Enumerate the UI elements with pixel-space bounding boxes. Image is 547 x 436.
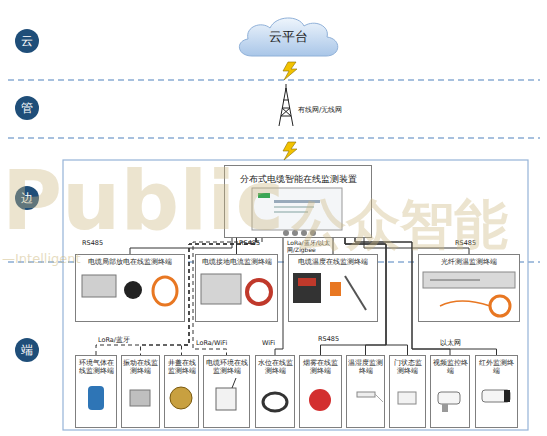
edge-label: RS485	[318, 336, 358, 343]
node-text: 温湿度监测终端	[348, 359, 383, 375]
sensor-box: 水位在线监测终端	[255, 355, 295, 428]
sensor-box: 电缆环境在线监测终端	[203, 355, 250, 428]
node-text: 电缆环境在线监测终端	[206, 359, 248, 375]
layer-circle: 云	[15, 29, 39, 53]
layer-circle: 管	[15, 96, 39, 120]
node-text: 红外监测终端	[479, 359, 514, 375]
node-text: 视频监控终端	[433, 359, 468, 375]
layer-divider	[8, 138, 540, 139]
sensor-box: 环境气体在线监测终端	[75, 355, 117, 428]
node-text: 水位在线监测终端	[258, 359, 293, 375]
cloud-shape: 云平台	[232, 14, 344, 60]
edge-label: WiFi	[262, 340, 292, 347]
node-text: 井盖在线监测终端	[168, 359, 196, 375]
lightning-icon	[283, 142, 297, 160]
node-text: 云平台	[269, 28, 308, 46]
layer-divider	[8, 80, 540, 81]
sensor-box: 烟雾在线监测终端	[299, 355, 342, 428]
terminal-box: 电缆局部放电在线监测终端	[75, 254, 185, 322]
sensor-box: 振动在线监测终端	[121, 355, 160, 428]
node-text: 烟雾在线监测终端	[303, 359, 338, 375]
node-text: 光纤测温监测终端	[441, 258, 497, 266]
layer-circle: 端	[15, 338, 39, 362]
node-text: 电缆温度在线监测终端	[298, 258, 368, 266]
sensor-box: 温湿度监测终端	[346, 355, 385, 428]
node-text: 振动在线监测终端	[123, 359, 158, 375]
watermark: —Intelligent	[2, 252, 81, 265]
node-text: 云	[21, 33, 33, 50]
terminal-box: 光纤测温监测终端	[418, 254, 520, 322]
lightning-icon	[283, 62, 297, 80]
tower-icon	[279, 84, 293, 126]
node-text: 门状态监测终端	[394, 359, 422, 375]
sensor-box: 视频监控终端	[430, 355, 470, 428]
sensor-box: 井盖在线监测终端	[164, 355, 199, 428]
edge-label: LoRa/WiFi	[196, 340, 246, 347]
network-label: 有线网/无线网	[298, 107, 342, 114]
terminal-box: 电缆温度在线监测终端	[288, 254, 378, 322]
node-text: 管	[21, 100, 33, 117]
node-text: 电缆接地电流监测终端	[202, 258, 272, 266]
node-text: 端	[21, 342, 33, 359]
sensor-box: 门状态监测终端	[389, 355, 426, 428]
terminal-box: 电缆接地电流监测终端	[195, 254, 278, 322]
node-text: 环境气体在线监测终端	[79, 359, 114, 375]
watermark: 公众智能	[292, 198, 508, 252]
edge-label: 以太网	[440, 340, 480, 347]
node-text: 电缆局部放电在线监测终端	[88, 258, 172, 266]
watermark: Public	[2, 160, 284, 242]
sensor-box: 红外监测终端	[475, 355, 518, 428]
edge-label: LoRa/蓝牙	[98, 337, 148, 344]
